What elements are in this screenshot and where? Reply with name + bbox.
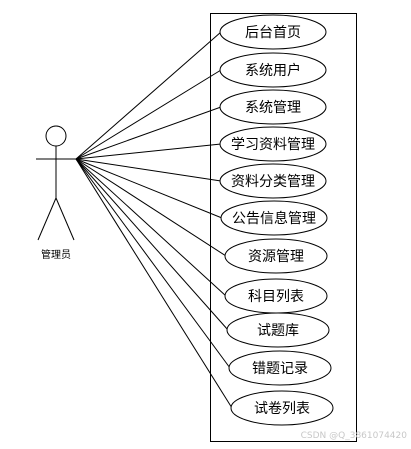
use-case: 试题库 [226, 312, 330, 348]
use-case-ellipse [220, 200, 328, 236]
watermark-text: CSDN @Q_3861074420 [300, 431, 407, 441]
actor-figure [36, 125, 76, 241]
actor-right-leg [55, 197, 75, 241]
association-line [75, 158, 227, 297]
association-line [75, 69, 222, 160]
use-case-label: 学习资料管理 [231, 137, 315, 153]
use-case-ellipse [219, 126, 327, 162]
association-line [75, 106, 222, 160]
use-case: 公告信息管理 [220, 200, 328, 236]
actor-left-leg [37, 197, 57, 241]
use-case-ellipse [219, 52, 327, 88]
use-case-label: 系统管理 [245, 100, 301, 116]
use-case: 后台首页 [219, 14, 327, 50]
association-line [75, 158, 229, 331]
use-case-label: 后台首页 [245, 25, 301, 41]
use-case-ellipse [219, 14, 327, 50]
use-case: 系统管理 [219, 89, 327, 125]
use-case-ellipse [230, 390, 334, 426]
association-line [75, 31, 222, 160]
use-case: 试卷列表 [230, 390, 334, 426]
association-line [75, 158, 233, 409]
use-case: 资料分类管理 [219, 163, 327, 199]
use-cases: 后台首页系统用户系统管理学习资料管理资料分类管理公告信息管理资源管理科目列表试题… [219, 14, 334, 426]
use-case-ellipse [219, 89, 327, 125]
actor-label: 管理员 [41, 248, 71, 261]
use-case-label: 系统用户 [245, 62, 301, 79]
use-case-label: 公告信息管理 [232, 210, 316, 227]
use-case-ellipse [226, 312, 330, 348]
use-case-label: 资源管理 [248, 249, 304, 265]
use-case-label: 试卷列表 [254, 401, 310, 417]
association-lines [75, 31, 233, 409]
use-case: 错题记录 [228, 350, 332, 386]
use-case-label: 试题库 [257, 323, 299, 339]
use-case: 系统用户 [219, 52, 327, 88]
use-case-ellipse [219, 163, 327, 199]
use-case: 科目列表 [224, 278, 328, 314]
association-line [75, 158, 222, 182]
use-case-label: 资料分类管理 [231, 174, 315, 190]
use-case: 资源管理 [224, 238, 328, 274]
association-line [75, 158, 231, 369]
association-line [75, 158, 227, 257]
use-case-label: 错题记录 [252, 361, 308, 377]
association-line [75, 158, 223, 219]
use-case-ellipse [224, 238, 328, 274]
use-case-label: 科目列表 [248, 289, 304, 305]
use-case: 学习资料管理 [219, 126, 327, 162]
actor-head [45, 125, 67, 147]
association-line [75, 143, 222, 160]
use-case-ellipse [228, 350, 332, 386]
